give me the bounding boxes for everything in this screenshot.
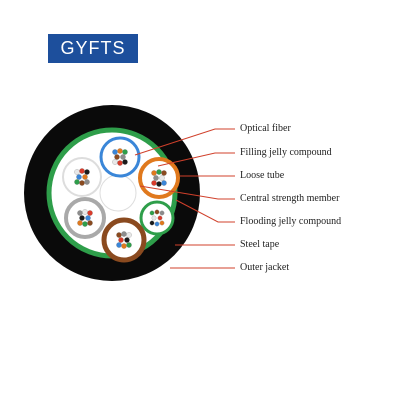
- loose-tube-white: [62, 157, 102, 197]
- leader-flooding-jelly: [175, 199, 235, 223]
- optical-fiber: [84, 169, 90, 175]
- optical-fiber: [161, 170, 167, 176]
- optical-fiber: [118, 237, 124, 243]
- optical-fiber: [151, 215, 157, 221]
- optical-fiber: [112, 149, 118, 155]
- optical-fiber: [124, 237, 130, 243]
- optical-fiber: [151, 180, 157, 186]
- optical-fiber: [74, 179, 80, 185]
- optical-fiber: [120, 154, 126, 160]
- label-central-strength-member: Central strength member: [240, 193, 340, 204]
- optical-fiber: [79, 215, 85, 221]
- optical-fiber: [87, 210, 93, 216]
- optical-fiber: [84, 179, 90, 185]
- optical-fiber: [161, 180, 167, 186]
- optical-fiber: [82, 174, 88, 180]
- label-loose-tube: Loose tube: [240, 170, 285, 181]
- optical-fiber: [85, 215, 91, 221]
- optical-fiber: [122, 149, 128, 155]
- optical-fiber: [74, 169, 80, 175]
- label-filling-jelly-compound: Filling jelly compound: [240, 147, 332, 158]
- optical-fiber: [116, 242, 122, 248]
- optical-fiber: [79, 180, 85, 186]
- label-outer-jacket: Outer jacket: [240, 262, 290, 273]
- leader-lines: [134, 128, 235, 269]
- leader-optical-fiber: [134, 128, 235, 156]
- optical-fiber: [159, 220, 165, 226]
- optical-fiber: [82, 221, 88, 227]
- optical-fiber: [121, 243, 127, 249]
- cable-type-badge: GYFTS: [48, 34, 138, 63]
- optical-fiber: [77, 210, 83, 216]
- optical-fiber: [82, 209, 88, 215]
- optical-fiber: [157, 215, 163, 221]
- leader-central-member: [139, 185, 235, 200]
- central-strength-member: [99, 174, 137, 212]
- optical-fiber: [154, 221, 160, 227]
- label-steel-tape: Steel tape: [240, 239, 280, 250]
- optical-fiber: [156, 181, 162, 187]
- loose-tube-grey: [64, 197, 106, 239]
- loose-tube-brown: [101, 217, 147, 263]
- leader-filling-jelly: [157, 152, 235, 167]
- tube-wall: [64, 197, 106, 239]
- optical-fiber: [87, 220, 93, 226]
- optical-fiber: [153, 175, 159, 181]
- tube-wall: [139, 200, 175, 236]
- optical-fiber: [76, 174, 82, 180]
- optical-fiber: [156, 169, 162, 175]
- label-flooding-jelly-compound: Flooding jelly compound: [240, 216, 342, 227]
- optical-fiber: [116, 232, 122, 238]
- optical-fiber: [121, 231, 127, 237]
- optical-fiber: [79, 168, 85, 174]
- optical-fiber: [117, 160, 123, 166]
- loose-tube-blue: [99, 136, 141, 178]
- loose-tube-green: [139, 200, 175, 236]
- optical-fiber: [117, 148, 123, 154]
- optical-fiber: [159, 175, 165, 181]
- optical-fiber: [151, 170, 157, 176]
- optical-fiber: [77, 220, 83, 226]
- loose-tubes-group: [62, 136, 180, 263]
- optical-fiber: [126, 242, 132, 248]
- optical-fiber: [126, 232, 132, 238]
- optical-fiber: [159, 210, 165, 216]
- optical-fiber: [112, 159, 118, 165]
- label-optical-fiber: Optical fiber: [240, 123, 291, 134]
- tube-wall: [101, 217, 147, 263]
- optical-fiber: [114, 154, 120, 160]
- optical-fiber: [122, 159, 128, 165]
- optical-fiber: [154, 209, 160, 215]
- optical-fiber: [149, 220, 155, 226]
- optical-fiber: [149, 210, 155, 216]
- tube-wall: [99, 136, 141, 178]
- tube-wall: [62, 157, 102, 197]
